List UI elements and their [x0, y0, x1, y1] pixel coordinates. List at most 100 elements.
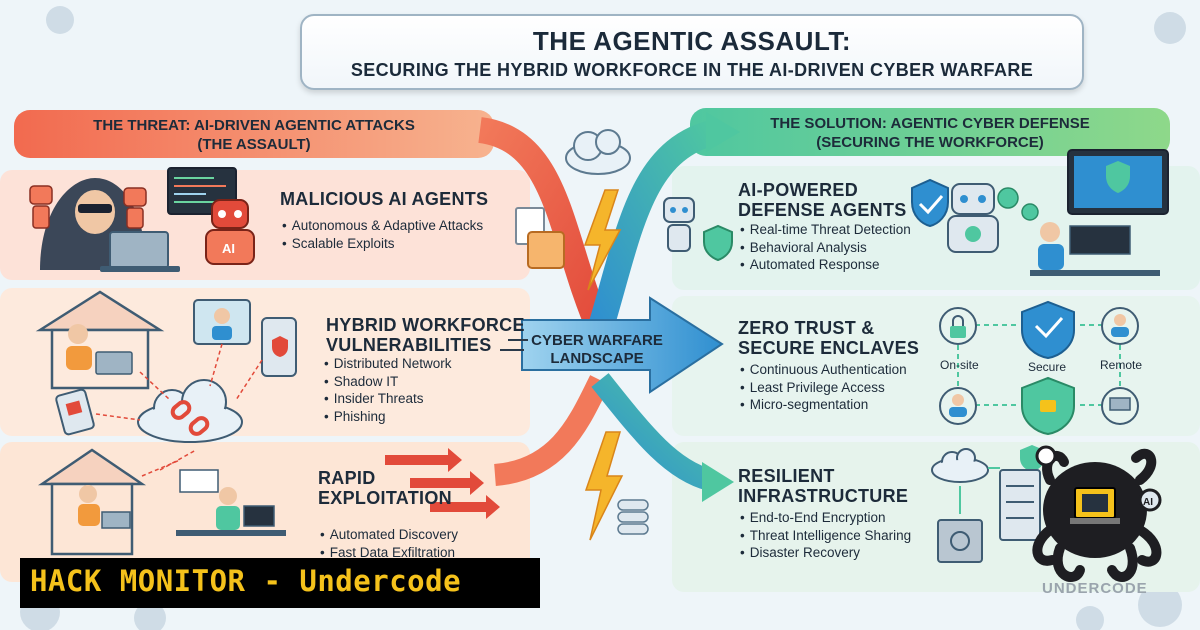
lock-icon: [1040, 400, 1056, 412]
defense-robot-icon: [947, 183, 999, 253]
threat-illustrations: AI: [29, 167, 297, 556]
threat-flow-arrow: [477, 117, 612, 336]
cloud-icon: [137, 379, 243, 443]
bullet-item: Behavioral Analysis: [740, 239, 911, 257]
defense-robot-icon: [663, 197, 695, 252]
lightning-bolt-icon: [583, 189, 622, 291]
title-line: EXPLOITATION: [318, 488, 452, 508]
bullet-item: Micro-segmentation: [740, 396, 907, 414]
lower-red-arrow: [493, 375, 610, 486]
office-worker-icon: [176, 469, 286, 536]
center-label-line1: CYBER WARFARE: [531, 332, 663, 349]
zero-trust-label-secure: Secure: [1028, 360, 1066, 374]
bullet-item: End-to-End Encryption: [740, 509, 911, 527]
database-icon: [527, 231, 565, 269]
title-line: SECURE ENCLAVES: [738, 338, 920, 358]
bullet-item: Continuous Authentication: [740, 361, 907, 379]
speed-arrows: [385, 448, 500, 519]
solution-banner-line1: THE SOLUTION: AGENTIC CYBER DEFENSE: [770, 115, 1090, 132]
phone-icon: [261, 317, 297, 377]
title-line: HYBRID WORKFORCE: [326, 315, 525, 335]
center-landscape-label: CYBER WARFARE LANDSCAPE: [522, 332, 672, 368]
title-line: DEFENSE AGENTS: [738, 200, 907, 220]
lower-arrowhead: [702, 462, 734, 502]
threat-title-hybrid-workforce: HYBRID WORKFORCE VULNERABILITIES: [326, 315, 525, 355]
zero-trust-network: [957, 324, 1121, 406]
secure-shield-icon: [1021, 300, 1075, 360]
octopus-hacker-logo: [1032, 445, 1162, 582]
gear-icon: [997, 187, 1039, 221]
bullet-item: Distributed Network: [324, 355, 452, 373]
solution-banner: THE SOLUTION: AGENTIC CYBER DEFENSE (SEC…: [690, 108, 1170, 156]
threat-banner-line2: (THE ASSAULT): [197, 136, 311, 153]
server-rack-icon: [999, 469, 1041, 541]
solution-bullets-infrastructure: End-to-End Encryption Threat Intelligenc…: [740, 509, 911, 562]
octopus-ai-badge: AI: [1143, 497, 1153, 508]
solution-title-zero-trust: ZERO TRUST & SECURE ENCLAVES: [738, 318, 919, 358]
threat-banner-line1: THE THREAT: AI-DRIVEN AGENTIC ATTACKS: [93, 117, 415, 134]
sync-arrows: [959, 467, 1000, 514]
bullet-item: Scalable Exploits: [282, 235, 483, 253]
threat-bullets-malicious-agents: Autonomous & Adaptive Attacks Scalable E…: [282, 217, 483, 252]
connection-lines: [95, 343, 263, 421]
robot-icon: [29, 185, 147, 229]
bullet-item: Autonomous & Adaptive Attacks: [282, 217, 483, 235]
zero-trust-label-remote: Remote: [1100, 358, 1142, 372]
title-line: ZERO TRUST &: [738, 318, 875, 338]
shield-icon: [703, 224, 733, 262]
page-subtitle: SECURING THE HYBRID WORKFORCE IN THE AI-…: [350, 60, 1034, 80]
bullet-item: Real-time Threat Detection: [740, 221, 911, 239]
phishing-phone-icon: [55, 388, 95, 436]
bullet-item: Fast Data Exfiltration: [320, 544, 458, 562]
solution-bullets-defense-agents: Real-time Threat Detection Behavioral An…: [740, 221, 911, 274]
hack-monitor-text: HACK MONITOR - Undercode: [30, 564, 462, 598]
solution-bullets-zero-trust: Continuous Authentication Least Privileg…: [740, 361, 907, 414]
threat-title-malicious-agents: MALICIOUS AI AGENTS: [280, 189, 489, 209]
solution-title-defense-agents: AI-POWERED DEFENSE AGENTS: [738, 180, 907, 220]
solution-flow-arrow: [587, 119, 719, 334]
title-line: VULNERABILITIES: [326, 335, 492, 355]
bullet-item: Least Privilege Access: [740, 379, 907, 397]
lightning-bolt-icon: [584, 431, 624, 541]
threat-bullets-rapid-exploitation: Automated Discovery Fast Data Exfiltrati…: [320, 526, 458, 561]
bullet-item: Automated Discovery: [320, 526, 458, 544]
solution-arrowhead: [706, 112, 740, 152]
robot-ai-badge: AI: [222, 241, 235, 256]
analyst-icon: [1030, 222, 1160, 276]
bullet-item: Disaster Recovery: [740, 544, 911, 562]
ai-robot-icon: [205, 199, 255, 265]
storm-cloud-icon: [565, 129, 631, 175]
title-line: INFRASTRUCTURE: [738, 486, 909, 506]
vault-icon: [937, 519, 983, 563]
lock-node-icon: [939, 307, 977, 345]
security-monitor-icon: [1067, 149, 1169, 215]
title-line: RESILIENT: [738, 466, 835, 486]
title-box: THE AGENTIC ASSAULT: SECURING THE HYBRID…: [300, 14, 1084, 90]
solution-title-infrastructure: RESILIENT INFRASTRUCTURE: [738, 466, 908, 506]
central-arrow: [521, 296, 724, 394]
video-call-icon: [193, 299, 251, 345]
bullet-item: Insider Threats: [324, 390, 452, 408]
watermark: UNDERCODE: [1042, 580, 1148, 597]
title-line: RAPID: [318, 468, 376, 488]
bullet-item: Phishing: [324, 408, 452, 426]
remote-worker-icon: [66, 324, 133, 375]
hack-monitor-banner: [20, 558, 540, 608]
check-icon: [1034, 317, 1064, 339]
onsite-user-node-icon: [939, 387, 977, 425]
shield-check-icon: [911, 178, 949, 228]
solution-banner-line2: (SECURING THE WORKFORCE): [816, 134, 1044, 151]
threat-banner: THE THREAT: AI-DRIVEN AGENTIC ATTACKS (T…: [14, 110, 494, 158]
remote-user-node-icon: [1101, 307, 1139, 345]
center-label-line2: LANDSCAPE: [550, 350, 644, 367]
page-title: THE AGENTIC ASSAULT:: [532, 26, 852, 56]
cloud-icon: [931, 448, 989, 483]
bullet-item: Shadow IT: [324, 373, 452, 391]
home-office-icon: [37, 448, 147, 556]
check-icon: [918, 195, 944, 215]
remote-laptop-node-icon: [1101, 387, 1139, 425]
threat-bullets-hybrid-workforce: Distributed Network Shadow IT Insider Th…: [324, 355, 452, 425]
